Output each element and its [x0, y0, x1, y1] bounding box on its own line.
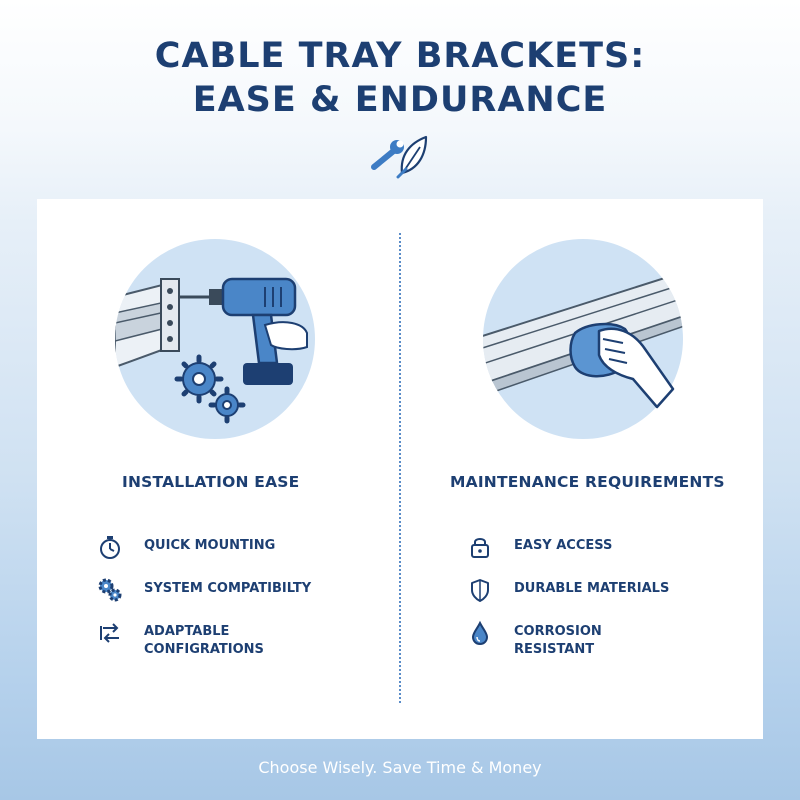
wrench-leaf-icon [371, 135, 428, 179]
padlock-icon [471, 538, 489, 558]
list-item-label: CORROSION RESISTANT [514, 624, 602, 657]
list-item-easy-access: EASY ACCESS [467, 534, 684, 560]
drill-bracket-gears-illustration [115, 239, 315, 439]
installation-ease-title: INSTALLATION EASE [122, 473, 300, 491]
list-item-label: QUICK MOUNTING [144, 538, 276, 553]
page-title-line2: EASE & ENDURANCE [192, 80, 608, 120]
gears-icon [98, 578, 122, 602]
list-item-corrosion-resistant: CORROSION RESISTANT [467, 620, 684, 659]
maintenance-requirements-title: MAINTENANCE REQUIREMENTS [450, 473, 725, 491]
arrows-icon [100, 623, 119, 643]
list-item-durable-materials: DURABLE MATERIALS [467, 577, 684, 603]
column-divider [399, 233, 401, 703]
content-card: INSTALLATION EASE MAINTENANCE REQUIREMEN… [37, 199, 763, 739]
shield-icon [471, 579, 489, 602]
list-item-label: DURABLE MATERIALS [514, 581, 670, 596]
footer-tagline: Choose Wisely. Save Time & Money [258, 758, 542, 777]
list-item-quick-mounting: QUICK MOUNTING [97, 534, 314, 560]
list-item-label: SYSTEM COMPATIBILTY [144, 581, 312, 596]
droplet-icon [471, 620, 489, 646]
stopwatch-icon [100, 536, 120, 559]
list-item-label: ADAPTABLE CONFIGRATIONS [144, 624, 264, 657]
list-item-adaptable-configurations: ADAPTABLE CONFIGRATIONS [97, 620, 314, 659]
list-item-system-compatibility: SYSTEM COMPATIBILTY [97, 577, 314, 603]
wiping-tray-illustration [483, 239, 683, 439]
list-item-label: EASY ACCESS [514, 538, 613, 553]
page-title-line1: CABLE TRAY BRACKETS: [154, 36, 646, 76]
